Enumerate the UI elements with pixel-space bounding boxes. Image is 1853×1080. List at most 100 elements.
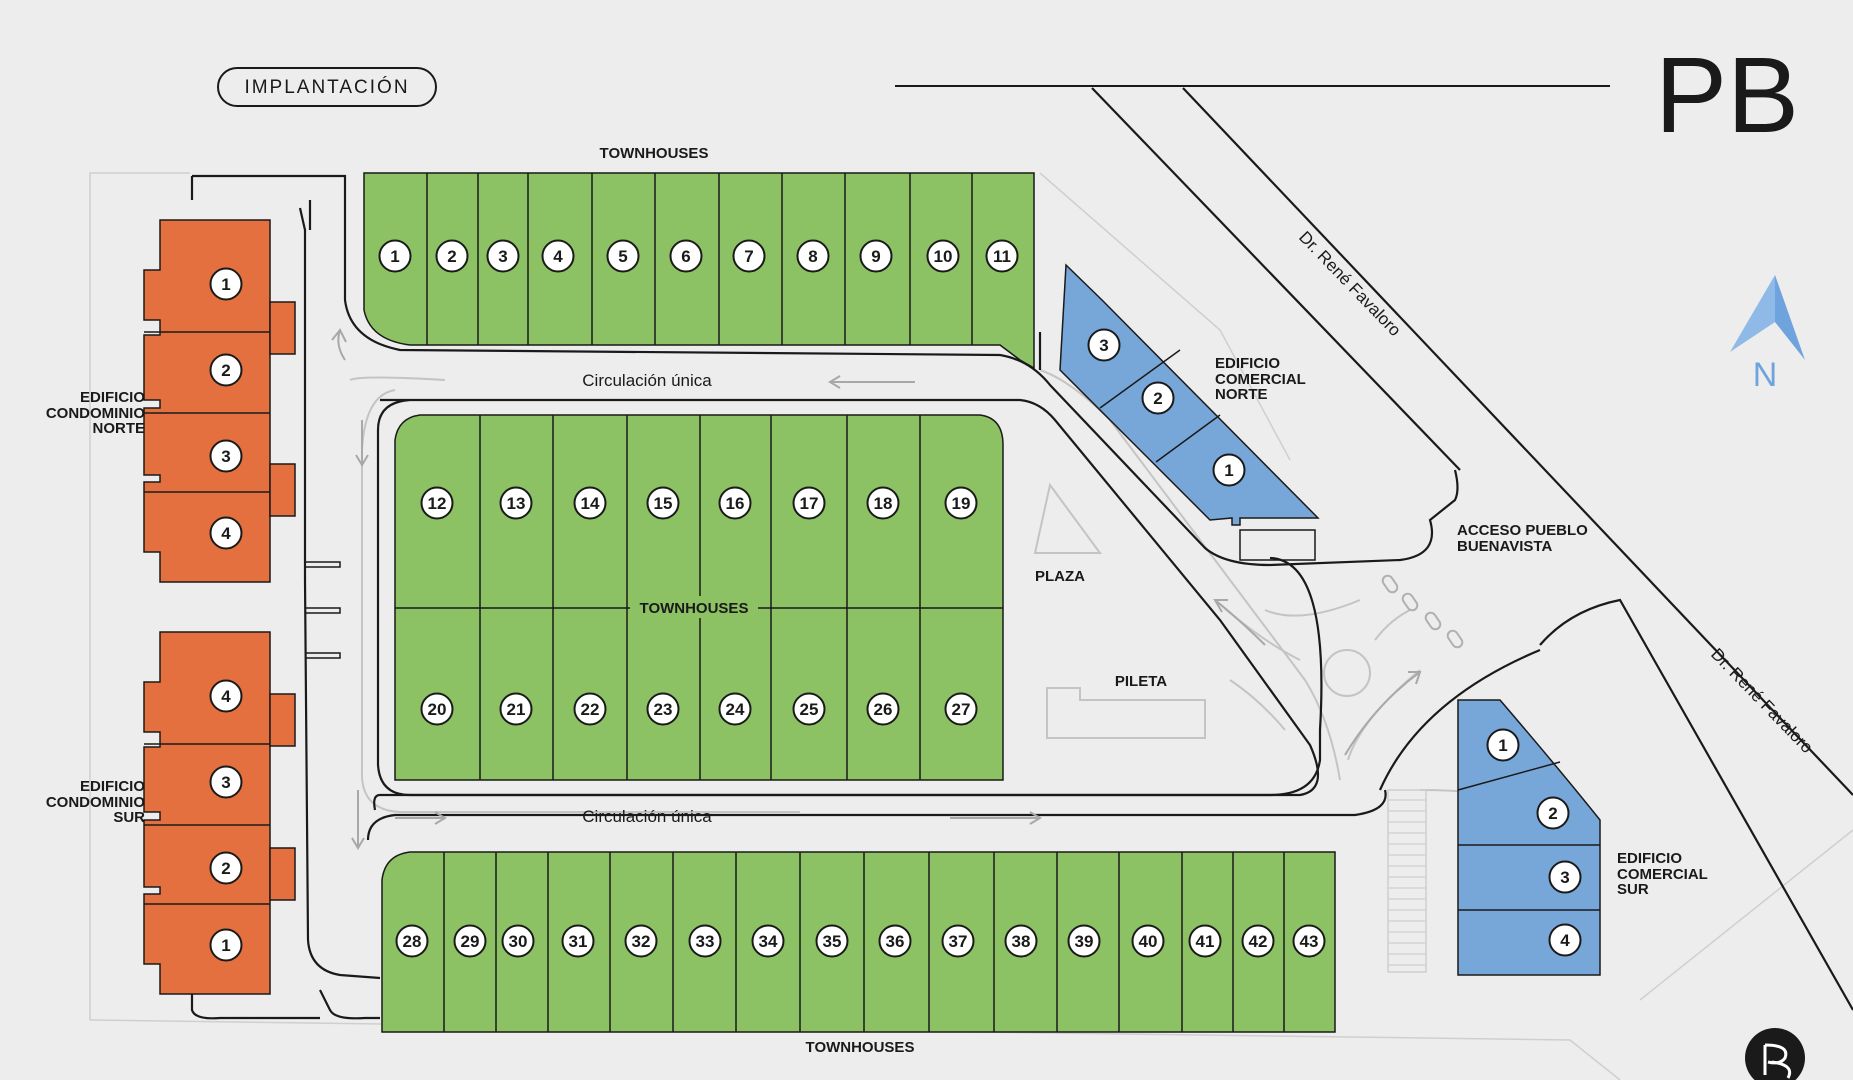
townhouse-lot-40[interactable]: 40 [1139, 932, 1158, 951]
comercial-norte-unit-2-marker [1141, 381, 1175, 415]
townhouse-lot-13[interactable]: 13 [507, 494, 526, 513]
circulation-top-label: Circulación única [582, 371, 712, 390]
townhouse-bottom-shape [381, 851, 1336, 1033]
comercial-norte-unit-3-marker [1087, 328, 1121, 362]
townhouse-lot-3[interactable]: 3 [498, 247, 507, 266]
comercial-norte-unit-3[interactable]: 3 [1099, 336, 1108, 355]
townhouse-lot-14[interactable]: 14 [581, 494, 600, 513]
townhouse-lot-37[interactable]: 37 [949, 932, 968, 951]
townhouse-lot-24[interactable]: 24 [726, 700, 745, 719]
street-label-south: Dr. René Favaloro [1707, 645, 1816, 757]
circulation-bottom-label: Circulación única [582, 807, 712, 826]
townhouse-lot-29-marker [453, 924, 487, 958]
townhouse-lot-30-marker [501, 924, 535, 958]
condo-norte-unit-4-marker [209, 516, 243, 550]
comercial-norte-unit-1[interactable]: 1 [1224, 461, 1233, 480]
townhouse-lot-22[interactable]: 22 [581, 700, 600, 719]
townhouse-lot-1[interactable]: 1 [390, 247, 399, 266]
townhouse-lot-19[interactable]: 19 [952, 494, 971, 513]
townhouse-lot-41[interactable]: 41 [1196, 932, 1215, 951]
townhouse-lot-40-marker [1131, 924, 1165, 958]
comercial-sur-unit-1[interactable]: 1 [1498, 736, 1507, 755]
townhouse-lot-36-marker [878, 924, 912, 958]
comercial-sur-unit-4[interactable]: 4 [1560, 931, 1570, 950]
townhouse-lot-10-marker [926, 239, 960, 273]
townhouse-lot-39[interactable]: 39 [1075, 932, 1094, 951]
edificio-condominio-norte [143, 219, 296, 583]
townhouse-lot-42[interactable]: 42 [1249, 932, 1268, 951]
townhouse-lot-7-marker [732, 239, 766, 273]
townhouse-lot-39-marker [1067, 924, 1101, 958]
townhouse-lot-32-marker [624, 924, 658, 958]
condo-sur-unit-3[interactable]: 3 [221, 773, 230, 792]
condo-norte-unit-3[interactable]: 3 [221, 447, 230, 466]
pileta-label: PILETA [1115, 673, 1167, 690]
comercial-sur-unit-3[interactable]: 3 [1560, 868, 1569, 887]
townhouse-lot-35-marker [815, 924, 849, 958]
compass-letter: N [1753, 356, 1778, 394]
townhouse-lot-20[interactable]: 20 [428, 700, 447, 719]
comercial-sur-unit-2[interactable]: 2 [1548, 804, 1557, 823]
comercial-norte-label-1: EDIFICIO [1215, 355, 1280, 372]
condo-norte-unit-1[interactable]: 1 [221, 275, 230, 294]
townhouse-lot-21[interactable]: 21 [507, 700, 526, 719]
parking-stripes [1387, 789, 1427, 973]
condo-sur-unit-2[interactable]: 2 [221, 859, 230, 878]
condo-norte-unit-4[interactable]: 4 [221, 524, 231, 543]
townhouse-lot-5[interactable]: 5 [618, 247, 627, 266]
townhouse-lot-33[interactable]: 33 [696, 932, 715, 951]
comercial-norte-unit-1-marker [1212, 453, 1246, 487]
townhouse-lot-4[interactable]: 4 [553, 247, 563, 266]
townhouse-lot-43[interactable]: 43 [1300, 932, 1319, 951]
townhouse-lot-15[interactable]: 15 [654, 494, 673, 513]
townhouse-lot-30[interactable]: 30 [509, 932, 528, 951]
townhouse-top-shape [363, 172, 1035, 370]
townhouse-lot-2-marker [435, 239, 469, 273]
level-title: PB [1655, 34, 1799, 155]
townhouse-lot-31[interactable]: 31 [569, 932, 588, 951]
townhouse-lot-35[interactable]: 35 [823, 932, 842, 951]
condo-sur-unit-4[interactable]: 4 [221, 687, 231, 706]
townhouse-lot-36[interactable]: 36 [886, 932, 905, 951]
townhouse-lot-8-marker [796, 239, 830, 273]
townhouse-lot-9[interactable]: 9 [871, 247, 880, 266]
townhouse-lot-23[interactable]: 23 [654, 700, 673, 719]
edificio-condominio-sur [143, 631, 296, 995]
comercial-norte-unit-2[interactable]: 2 [1153, 389, 1162, 408]
logo-badge [1745, 1028, 1805, 1080]
townhouse-lot-3-marker [486, 239, 520, 273]
comercial-sur-unit-1-marker [1486, 728, 1520, 762]
townhouse-lot-38[interactable]: 38 [1012, 932, 1031, 951]
townhouse-lot-32[interactable]: 32 [632, 932, 651, 951]
townhouse-lot-25[interactable]: 25 [800, 700, 819, 719]
street-label-north: Dr. René Favaloro [1295, 228, 1404, 340]
condominio-sur-label-1: EDIFICIO [80, 778, 145, 795]
townhouse-lot-16[interactable]: 16 [726, 494, 745, 513]
townhouse-lot-6[interactable]: 6 [681, 247, 690, 266]
condo-norte-unit-2[interactable]: 2 [221, 361, 230, 380]
townhouse-lot-26[interactable]: 26 [874, 700, 893, 719]
townhouse-lot-20-marker [420, 692, 454, 726]
townhouse-block-top [363, 172, 1035, 370]
townhouse-lot-27[interactable]: 27 [952, 700, 971, 719]
townhouse-lot-18[interactable]: 18 [874, 494, 893, 513]
townhouse-lot-7[interactable]: 7 [744, 247, 753, 266]
townhouse-lot-29[interactable]: 29 [461, 932, 480, 951]
townhouse-lot-12[interactable]: 12 [428, 494, 447, 513]
townhouses-top-label: TOWNHOUSES [600, 145, 709, 162]
townhouse-lot-28-marker [395, 924, 429, 958]
townhouse-lot-23-marker [646, 692, 680, 726]
townhouse-lot-11[interactable]: 11 [993, 247, 1011, 266]
condominio-norte-label-3: NORTE [93, 420, 146, 437]
townhouse-lot-28[interactable]: 28 [403, 932, 422, 951]
townhouse-lot-34[interactable]: 34 [759, 932, 778, 951]
townhouse-lot-8[interactable]: 8 [808, 247, 817, 266]
townhouse-lot-2[interactable]: 2 [447, 247, 456, 266]
townhouse-lot-19-marker [944, 486, 978, 520]
condo-sur-unit-1[interactable]: 1 [221, 936, 230, 955]
townhouse-lot-4-marker [541, 239, 575, 273]
townhouse-lot-17[interactable]: 17 [800, 494, 819, 513]
condo-norte-unit-1-marker [209, 267, 243, 301]
townhouse-lot-38-marker [1004, 924, 1038, 958]
townhouse-lot-10[interactable]: 10 [934, 247, 953, 266]
